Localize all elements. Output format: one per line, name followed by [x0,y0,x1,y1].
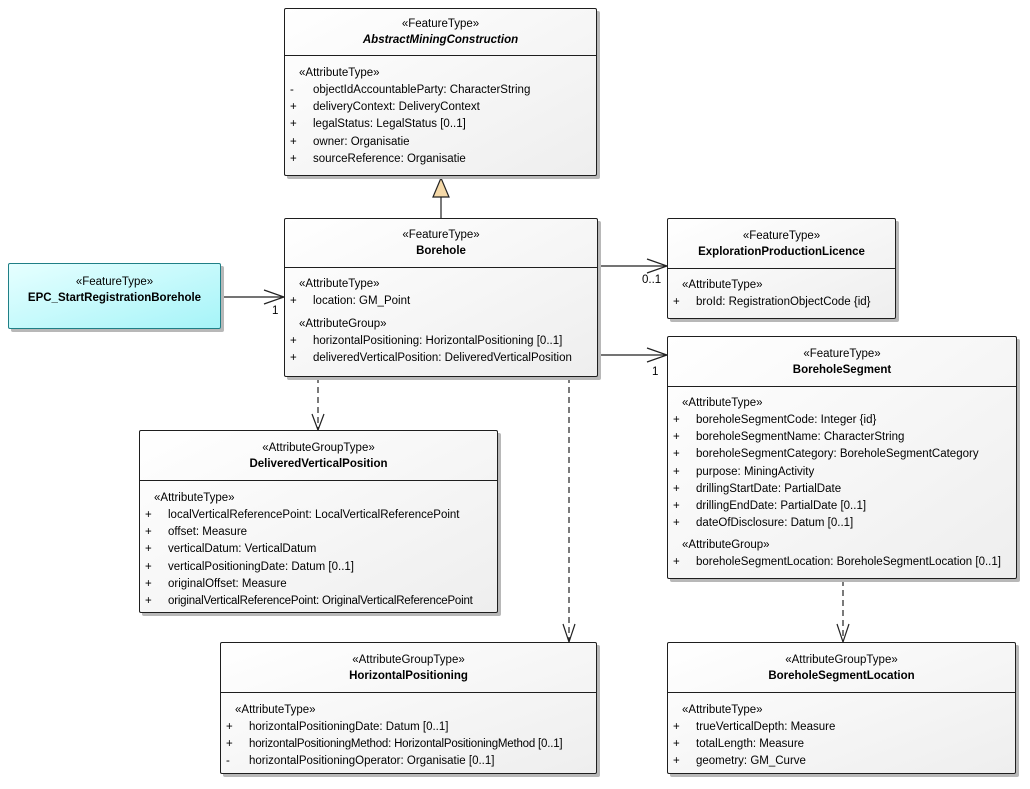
attribute-row: +offset: Measure [145,526,248,539]
compartment-divider [668,268,895,269]
attribute-group-stereotype: «AttributeType» [154,492,235,504]
class-name: EPC_StartRegistrationBorehole [27,292,202,304]
attribute-row: +purpose: MiningActivity [673,465,815,478]
stereotype-label: «FeatureType» [402,229,480,241]
attribute-row: +horizontalPositioning: HorizontalPositi… [290,335,563,348]
compartment-divider [140,480,497,481]
compartment-divider [221,692,596,693]
attribute-row: +sourceReference: Organisatie [290,152,466,165]
attribute-row: +trueVerticalDepth: Measure [673,721,836,733]
attribute-row: +horizontalPositioningDate: Datum [0..1] [226,721,449,733]
class-name: Borehole [416,245,466,257]
class-borehole-segment-location[interactable]: «AttributeGroupType» BoreholeSegmentLoca… [667,642,1016,774]
attribute-row: +owner: Organisatie [290,135,410,148]
compartment-divider [668,386,1016,387]
attribute-group-stereotype: «AttributeType» [682,397,763,409]
attribute-row: +totalLength: Measure [673,738,805,751]
attribute-row: -objectIdAccountableParty: CharacterStri… [290,84,531,96]
attribute-row: +boreholeSegmentLocation: BoreholeSegmen… [673,556,1001,569]
class-epc-start-registration-borehole[interactable]: «FeatureType» EPC_StartRegistrationBoreh… [8,263,221,329]
stereotype-label: «AttributeGroupType» [785,654,898,666]
attribute-row: +dateOfDisclosure: Datum [0..1] [673,517,854,530]
attribute-group-stereotype: «AttributeGroup» [299,318,387,331]
multiplicity-borehole-licence: 0..1 [642,274,662,286]
multiplicity-epc-borehole: 1 [272,305,279,317]
compartment-divider [285,267,597,268]
attribute-row: +originalVerticalReferencePoint: Origina… [145,595,473,608]
stereotype-label: «AttributeGroupType» [262,442,375,454]
class-abstract-mining-construction[interactable]: «FeatureType» AbstractMiningConstruction… [284,8,597,176]
class-name: HorizontalPositioning [349,670,468,682]
attribute-row: +boreholeSegmentCategory: BoreholeSegmen… [673,448,979,461]
attribute-row: +verticalPositioningDate: Datum [0..1] [145,560,355,573]
attribute-row: +drillingStartDate: PartialDate [673,482,842,495]
attribute-row: +geometry: GM_Curve [673,755,806,768]
multiplicity-borehole-segment: 1 [652,366,659,378]
attribute-row: +boreholeSegmentName: CharacterString [673,431,905,444]
attribute-row: +verticalDatum: VerticalDatum [145,543,317,556]
attribute-row: +localVerticalReferencePoint: LocalVerti… [145,509,460,521]
attribute-group-stereotype: «AttributeType» [682,704,763,716]
attribute-row: -horizontalPositioningOperator: Organisa… [226,755,495,768]
class-delivered-vertical-position[interactable]: «AttributeGroupType» DeliveredVerticalPo… [139,430,498,613]
attribute-group-stereotype: «AttributeType» [299,67,380,79]
stereotype-label: «FeatureType» [742,230,821,242]
generalization-triangle [432,176,450,198]
attribute-row: +location: GM_Point [290,295,411,307]
stereotype-label: «FeatureType» [401,18,480,30]
attribute-group-stereotype: «AttributeType» [235,704,316,716]
class-name: ExplorationProductionLicence [698,246,865,258]
stereotype-label: «FeatureType» [803,348,881,360]
class-name: BoreholeSegment [792,364,892,376]
compartment-divider [668,692,1015,693]
compartment-divider [285,55,596,56]
class-borehole[interactable]: «FeatureType» Borehole «AttributeType» +… [284,218,598,377]
attribute-row: +legalStatus: LegalStatus [0..1] [290,118,466,131]
stereotype-label: «FeatureType» [75,276,154,288]
class-name: BoreholeSegmentLocation [768,670,915,682]
attribute-row: +boreholeSegmentCode: Integer {id} [673,414,877,426]
attribute-row: +deliveryContext: DeliveryContext [290,101,480,114]
attribute-row: +broId: RegistrationObjectCode {id} [673,296,871,308]
attribute-row: +horizontalPositioningMethod: Horizontal… [226,738,563,751]
attribute-row: +originalOffset: Measure [145,577,287,590]
stereotype-label: «AttributeGroupType» [352,654,465,666]
attribute-row: +drillingEndDate: PartialDate [0..1] [673,500,867,513]
class-borehole-segment[interactable]: «FeatureType» BoreholeSegment «Attribute… [667,336,1017,579]
attribute-group-stereotype: «AttributeType» [682,279,763,291]
class-name: AbstractMiningConstruction [362,34,519,46]
attribute-group-stereotype: «AttributeGroup» [682,539,770,552]
class-name: DeliveredVerticalPosition [249,458,388,470]
class-exploration-production-licence[interactable]: «FeatureType» ExplorationProductionLicen… [667,218,896,319]
attribute-group-stereotype: «AttributeType» [299,278,380,290]
class-horizontal-positioning[interactable]: «AttributeGroupType» HorizontalPositioni… [220,642,597,774]
attribute-row: +deliveredVerticalPosition: DeliveredVer… [290,352,572,365]
